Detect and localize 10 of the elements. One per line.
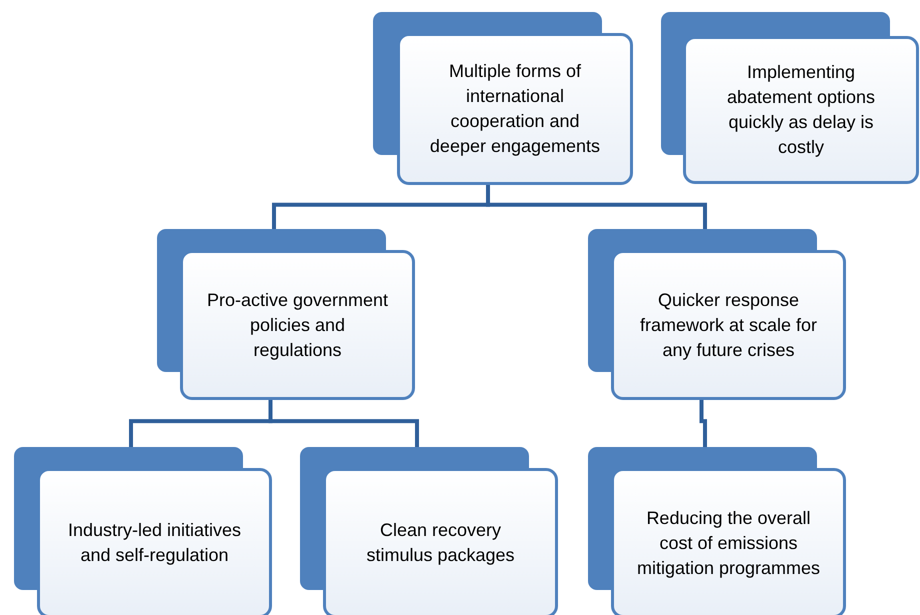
- box-text: Industry-led initiatives and self-regulation: [66, 519, 242, 567]
- connector-line: [486, 185, 707, 229]
- connector-line: [700, 400, 707, 447]
- box-text: Implementing abatement options quickly as delay is costly: [726, 61, 876, 159]
- box-text: Reducing the overall cost of emissions mitigation programmes: [636, 506, 821, 580]
- box-text: Clean recovery stimulus packages: [365, 519, 516, 567]
- box-text: Quicker response framework at scale for any future crises: [638, 288, 818, 362]
- box-text: Pro-active government policies and regulations: [206, 288, 390, 362]
- box-text: Multiple forms of international cooperation and deeper engagements: [428, 60, 602, 158]
- connector-line: [268, 400, 419, 447]
